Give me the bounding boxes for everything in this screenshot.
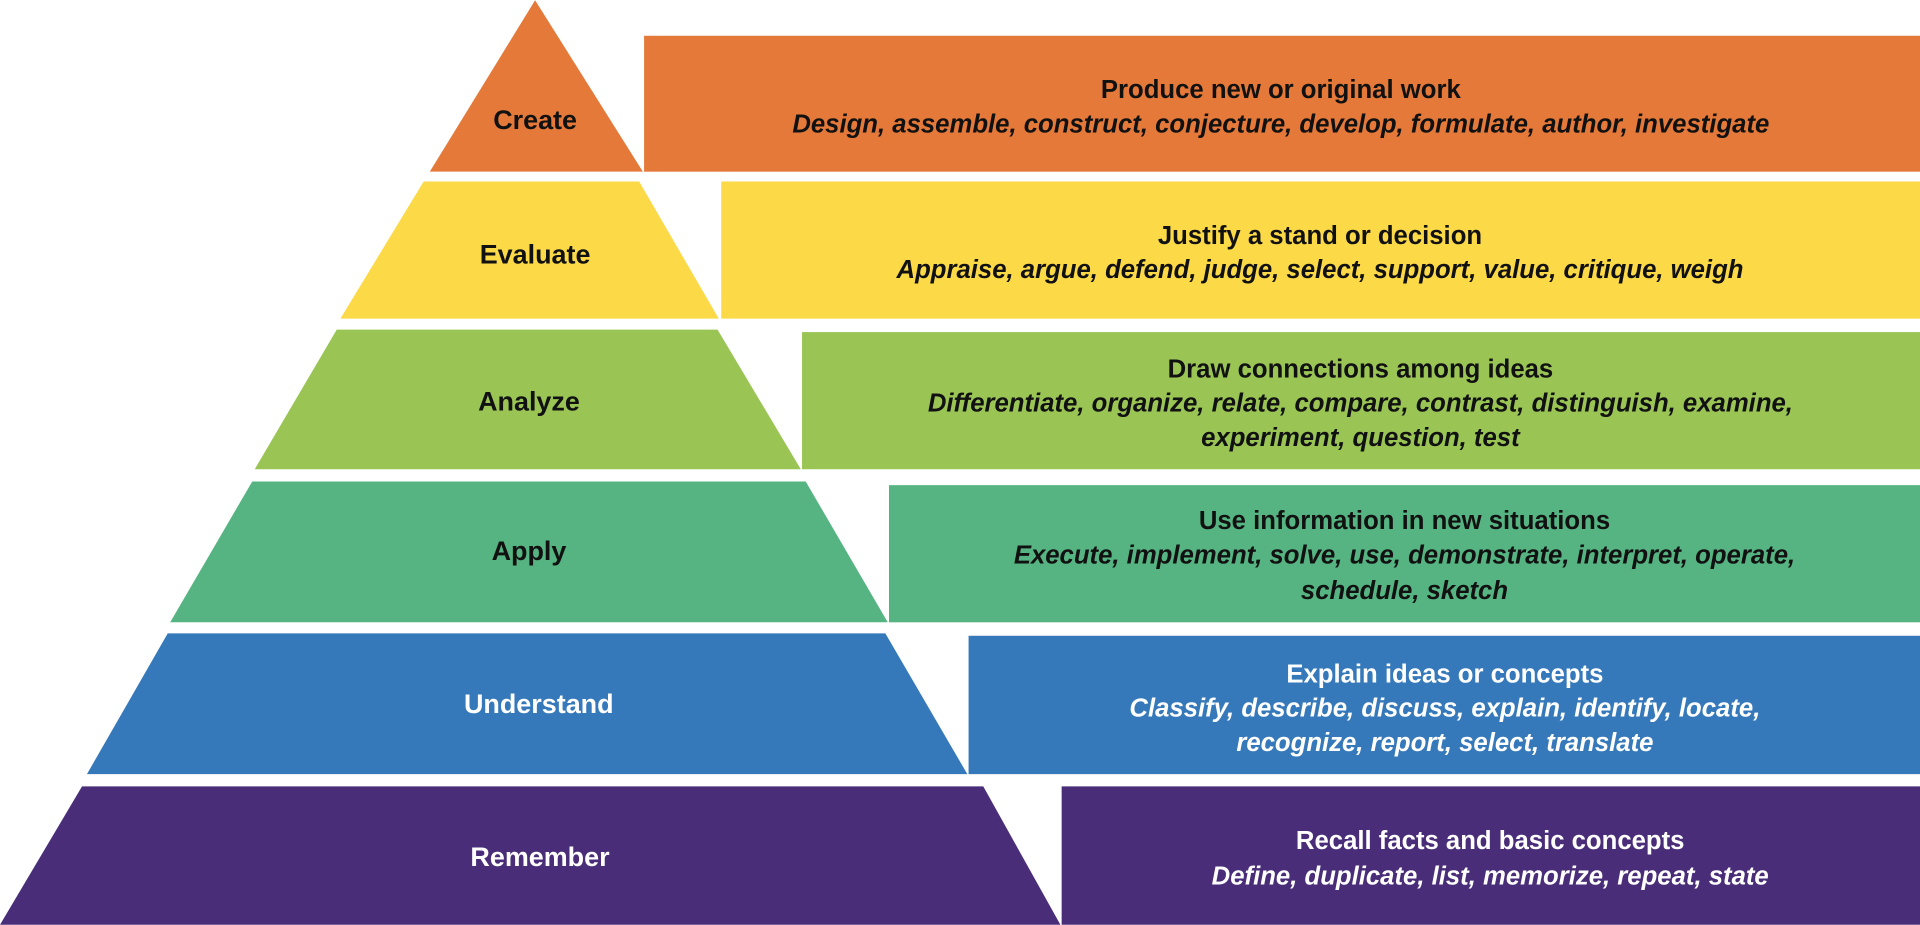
- level-create: Create Produce new or original work Desi…: [429, 0, 1920, 172]
- level-analyze: Analyze Draw connections among ideas Dif…: [254, 329, 1920, 470]
- level-remember: Remember Recall facts and basic concepts…: [0, 786, 1920, 925]
- verbs-create: Design, assemble, construct, conjecture,…: [792, 111, 1769, 139]
- description-box-create: [644, 35, 1920, 172]
- tier-label-evaluate: Evaluate: [480, 240, 591, 270]
- tier-label-apply: Apply: [492, 536, 567, 566]
- level-apply: Apply Use information in new situations …: [170, 481, 1920, 623]
- tier-label-analyze: Analyze: [478, 386, 580, 416]
- description-box-analyze: [802, 332, 1920, 470]
- verbs-remember: Define, duplicate, list, memorize, repea…: [1212, 862, 1769, 890]
- pyramid-tier-create: [429, 0, 643, 172]
- pyramid-tier-analyze: [254, 329, 801, 470]
- description-box-understand: [968, 635, 1920, 775]
- tier-label-understand: Understand: [464, 689, 614, 719]
- verbs-evaluate: Appraise, argue, defend, judge, select, …: [896, 256, 1744, 284]
- verbs-understand-line1: Classify, describe, discuss, explain, id…: [1129, 695, 1760, 723]
- heading-apply: Use information in new situations: [1199, 507, 1610, 535]
- heading-analyze: Draw connections among ideas: [1168, 355, 1554, 383]
- heading-remember: Recall facts and basic concepts: [1296, 827, 1685, 855]
- heading-create: Produce new or original work: [1101, 76, 1462, 104]
- heading-evaluate: Justify a stand or decision: [1158, 222, 1482, 250]
- tier-label-create: Create: [493, 105, 577, 135]
- pyramid-tier-evaluate: [340, 181, 719, 319]
- description-box-evaluate: [721, 181, 1920, 319]
- tier-label-remember: Remember: [470, 842, 610, 872]
- verbs-analyze-line1: Differentiate, organize, relate, compare…: [928, 390, 1793, 418]
- pyramid-tier-remember: [0, 786, 1061, 925]
- pyramid-tier-understand: [86, 633, 968, 775]
- verbs-analyze-line2: experiment, question, test: [1201, 424, 1521, 452]
- level-evaluate: Evaluate Justify a stand or decision App…: [340, 181, 1920, 319]
- verbs-understand-line2: recognize, report, select, translate: [1236, 729, 1653, 757]
- level-understand: Understand Explain ideas or concepts Cla…: [86, 633, 1920, 775]
- heading-understand: Explain ideas or concepts: [1286, 660, 1603, 688]
- pyramid-tier-apply: [170, 481, 888, 623]
- description-box-remember: [1061, 786, 1920, 925]
- verbs-apply-line2: schedule, sketch: [1301, 577, 1508, 605]
- description-box-apply: [888, 485, 1920, 623]
- verbs-apply-line1: Execute, implement, solve, use, demonstr…: [1014, 542, 1795, 570]
